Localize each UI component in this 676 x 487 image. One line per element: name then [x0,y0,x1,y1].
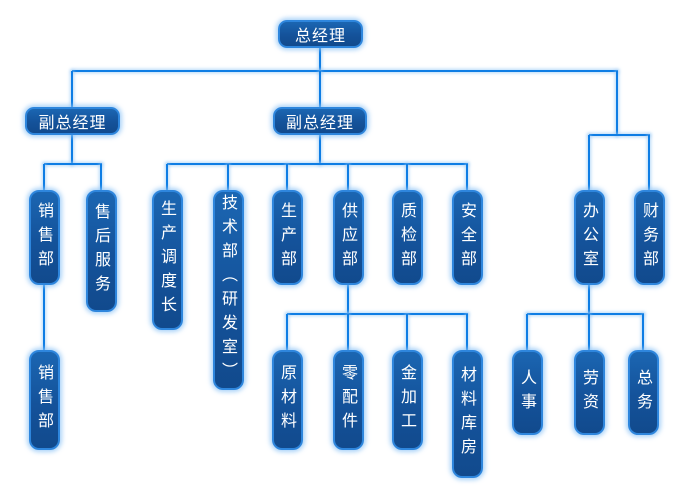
node-after-sales-service: 售后服务 [86,190,117,312]
connector-line-vertical [347,314,349,351]
connector-line-vertical [43,284,45,351]
node-metal-processing: 金加工 [392,350,423,450]
connector-line-vertical [319,71,321,107]
node-general-office: 办公室 [574,190,605,285]
connector-line-horizontal [287,313,468,315]
connector-line-horizontal [72,70,618,72]
connector-line-vertical [406,164,408,191]
node-general-manager: 总经理 [278,20,363,48]
connector-line-vertical [588,314,590,351]
connector-line-vertical [347,164,349,191]
node-safety-dept: 安全部 [452,190,483,285]
node-quality-inspection-dept: 质检部 [392,190,423,285]
connector-line-vertical [588,135,590,191]
connector-line-vertical [347,284,349,315]
node-personnel: 人事 [512,350,543,435]
connector-line-vertical [466,314,468,351]
connector-line-vertical [466,164,468,191]
connector-line-vertical [319,134,321,165]
connector-line-horizontal [527,313,644,315]
node-technology-dept-rd-room: 技术部（研发室） [213,190,244,390]
node-sales-dept: 销售部 [29,190,60,285]
node-labor-wages: 劳资 [574,350,605,435]
connector-line-vertical [588,284,590,315]
connector-line-vertical [642,314,644,351]
node-spare-parts: 零配件 [333,350,364,450]
connector-line-vertical [319,46,321,72]
node-materials-warehouse: 材料库房 [452,350,483,478]
node-supply-dept: 供应部 [333,190,364,285]
node-deputy-gm-left: 副总经理 [25,107,120,135]
connector-line-vertical [43,164,45,191]
node-deputy-gm-middle: 副总经理 [273,107,367,135]
connector-line-vertical [227,164,229,191]
connector-line-vertical [526,314,528,351]
connector-line-horizontal [44,163,102,165]
connector-line-vertical [71,134,73,165]
node-finance-dept: 财务部 [634,190,665,285]
connector-line-vertical [166,164,168,191]
connector-line-vertical [286,314,288,351]
node-general-affairs: 总务 [628,350,659,435]
connector-line-horizontal [589,134,650,136]
connector-line-vertical [406,314,408,351]
node-production-dept: 生产部 [272,190,303,285]
node-sales-dept-sub: 销售部 [29,350,60,450]
node-raw-materials: 原材料 [272,350,303,450]
connector-line-horizontal [167,163,468,165]
connector-line-vertical [648,135,650,191]
connector-line-vertical [100,164,102,191]
connector-line-vertical [71,71,73,107]
node-production-dispatch-chief: 生产调度长 [152,190,183,330]
connector-line-vertical [616,71,618,136]
connector-line-vertical [286,164,288,191]
